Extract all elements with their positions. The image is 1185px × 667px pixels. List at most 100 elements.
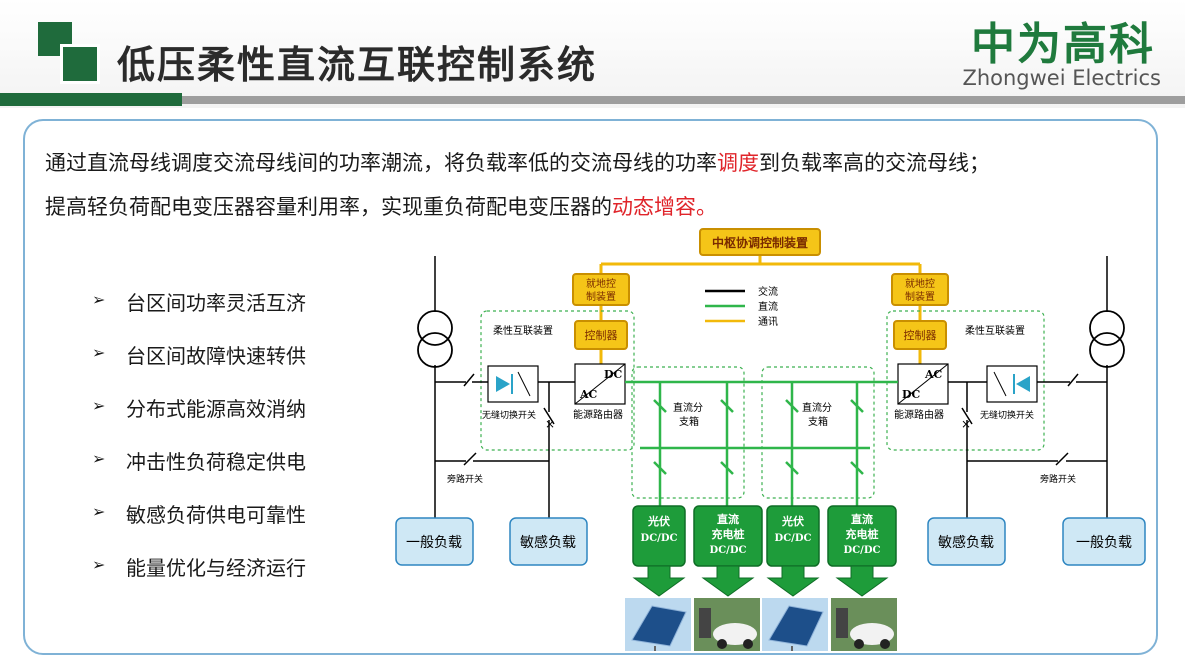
flex-device-left-label: 柔性互联装置 <box>493 324 553 337</box>
cross-mark-icon: × <box>545 417 555 431</box>
intro-line-1: 通过直流母线调度交流母线间的功率潮流，将负载率低的交流母线的功率调度到负载率高的… <box>45 147 1165 177</box>
local-control-left-l2: 制装置 <box>586 290 616 303</box>
list-item-text: 台区间功率灵活互济 <box>126 291 306 315</box>
flex-device-left-box <box>480 310 635 451</box>
router-right-dc: DC <box>902 388 921 401</box>
dc-box-left-l2: 支箱 <box>679 415 699 428</box>
list-item: ➢ 分布式能源高效消纳 <box>92 393 306 446</box>
router-left-ac: AC <box>579 388 598 401</box>
list-item: ➢ 台区间故障快速转供 <box>92 340 306 393</box>
controller-right-label: 控制器 <box>904 328 937 342</box>
pv-1-l1: 光伏 <box>647 514 670 528</box>
sensitive-load-right-label: 敏感负载 <box>938 534 994 551</box>
list-item: ➢ 台区间功率灵活互济 <box>92 287 306 340</box>
controller-left-box <box>574 320 628 350</box>
list-item-text: 冲击性负荷稳定供电 <box>126 450 306 474</box>
dc-box-right-l1: 直流分 <box>802 401 832 414</box>
brand-name-cn: 中为高科 <box>971 19 1155 70</box>
pv-2-l2: DC/DC <box>775 533 812 544</box>
transformer-icon <box>1089 310 1125 346</box>
bypass-right-label: 旁路开关 <box>1040 473 1076 485</box>
seamless-switch-left-label: 无缝切换开关 <box>482 409 536 421</box>
list-item-text: 台区间故障快速转供 <box>126 344 306 368</box>
transformer-icon <box>1089 332 1125 368</box>
list-item-text: 敏感负荷供电可靠性 <box>126 503 306 527</box>
arrow-bullet-icon: ➢ <box>92 555 106 574</box>
central-controller-label: 中枢协调控制装置 <box>712 235 808 250</box>
sensitive-load-left-label: 敏感负载 <box>520 534 576 551</box>
pv-2-l1: 光伏 <box>781 514 804 528</box>
list-item-text: 能量优化与经济运行 <box>126 556 306 580</box>
arrow-bullet-icon: ➢ <box>92 343 106 362</box>
router-right-ac: AC <box>924 368 943 381</box>
comm-lines <box>599 255 922 367</box>
page-title: 低压柔性直流互联控制系统 <box>117 43 598 87</box>
charger-1-l2: 充电桩 <box>712 527 745 541</box>
dc-branch-box-right <box>761 366 875 499</box>
arrow-bullet-icon: ➢ <box>92 290 106 309</box>
intro-text: 通过直流母线调度交流母线间的功率潮流，将负载率低的交流母线的功率 <box>45 151 717 175</box>
seamless-switch-right-label: 无缝切换开关 <box>980 409 1034 421</box>
down-arrow-icon <box>766 565 820 597</box>
local-control-right <box>891 273 949 306</box>
charger-2-l1: 直流 <box>851 512 873 526</box>
slide-header: 低压柔性直流互联控制系统 中为高科 Zhongwei Electrics <box>0 0 1185 108</box>
solar-panel-image-1 <box>625 598 691 651</box>
charger-2-l2: 充电桩 <box>846 527 879 541</box>
ev-charger-image-2 <box>831 598 897 651</box>
header-accent-bar <box>0 93 182 106</box>
legend-comm: 通讯 <box>758 316 778 328</box>
list-item: ➢ 敏感负荷供电可靠性 <box>92 499 306 552</box>
transformer-icon <box>417 332 453 368</box>
intro-highlight: 动态增容。 <box>612 195 717 219</box>
solar-panel-image-2 <box>762 598 828 651</box>
central-controller-box <box>699 228 821 256</box>
arrow-bullet-icon: ➢ <box>92 449 106 468</box>
legend: 交流 直流 通讯 <box>705 285 778 328</box>
charger-1-l3: DC/DC <box>710 545 747 556</box>
general-load-left-label: 一般负载 <box>406 535 462 551</box>
bypass-left-label: 旁路开关 <box>447 473 483 485</box>
sensitive-load-left-box <box>509 517 588 566</box>
transformer-icon <box>417 310 453 346</box>
intro-text: 到负载率高的交流母线； <box>759 151 990 175</box>
legend-ac: 交流 <box>758 285 778 298</box>
local-control-left <box>572 273 630 306</box>
local-control-right-l2: 制装置 <box>905 290 935 303</box>
feature-list: ➢ 台区间功率灵活互济 ➢ 台区间故障快速转供 ➢ 分布式能源高效消纳 ➢ 冲击性负荷稳… <box>92 287 306 605</box>
list-item-text: 分布式能源高效消纳 <box>126 397 306 421</box>
local-control-left-l1: 就地控 <box>586 277 616 290</box>
arrow-bullet-icon: ➢ <box>92 502 106 521</box>
arrow-bullet-icon: ➢ <box>92 396 106 415</box>
dc-box-right-l2: 支箱 <box>808 415 828 428</box>
local-control-right-l1: 就地控 <box>905 277 935 290</box>
controller-right-box <box>893 320 947 350</box>
brand-name-en: Zhongwei Electrics <box>962 66 1161 90</box>
cross-mark-icon: × <box>961 417 971 431</box>
charger-1-l1: 直流 <box>717 512 739 526</box>
sensitive-load-right-box <box>927 517 1006 566</box>
list-item: ➢ 冲击性负荷稳定供电 <box>92 446 306 499</box>
list-item: ➢ 能量优化与经济运行 <box>92 552 306 605</box>
dc-box-left-l1: 直流分 <box>673 401 703 414</box>
general-load-right-label: 一般负载 <box>1076 535 1132 551</box>
flex-device-right-box <box>886 310 1045 451</box>
router-left-dc: DC <box>604 368 623 381</box>
general-load-left-box <box>395 517 474 566</box>
down-arrow-icon <box>632 565 686 597</box>
general-load-right-box <box>1062 517 1146 566</box>
dc-lines <box>625 380 898 506</box>
intro-highlight: 调度 <box>717 151 759 175</box>
header-divider <box>182 96 1185 104</box>
charger-2-l3: DC/DC <box>844 545 881 556</box>
down-arrow-icon <box>701 565 755 597</box>
logo-square-icon <box>60 44 100 84</box>
dc-branch-box-left <box>631 366 745 499</box>
router-right-label: 能源路由器 <box>894 408 944 421</box>
flex-device-right-label: 柔性互联装置 <box>965 324 1025 337</box>
router-left-label: 能源路由器 <box>573 408 623 421</box>
ev-charger-image-1 <box>694 598 760 651</box>
down-arrow-icon <box>835 565 889 597</box>
pv-1-l2: DC/DC <box>641 533 678 544</box>
